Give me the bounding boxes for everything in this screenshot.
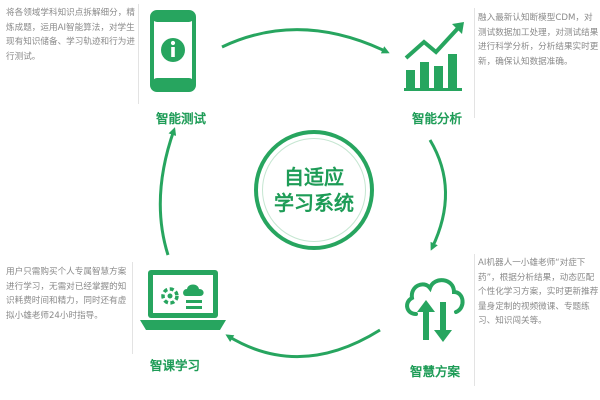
- divider-test: [138, 4, 139, 104]
- test-label: 智能测试: [156, 111, 207, 126]
- center-title-line1: 自适应: [284, 165, 344, 189]
- study-label: 智课学习: [150, 358, 201, 373]
- center-title-line2: 学习系统: [274, 191, 354, 215]
- study-description: 用户只需购买个人专属智慧方案进行学习，无需对已经掌握的知识耗费时间和精力，同时还…: [6, 267, 127, 321]
- plan-description: AI机器人一小雄老师“对症下药”，根据分析结果，动态匹配个性化学习方案，实时更新…: [478, 258, 599, 326]
- test-description: 将各领域学科知识点拆解细分，精炼成题，运用AI智能算法，对学生现有知识储备、学习…: [6, 8, 135, 62]
- center-inner-ring: [262, 138, 366, 242]
- growth-chart-icon: [404, 22, 464, 91]
- divider-study: [132, 262, 133, 354]
- arrow-study-to-test: [158, 127, 177, 256]
- laptop-lesson-icon: [140, 270, 226, 330]
- center-circle: 自适应 学习系统: [254, 130, 374, 250]
- analysis-label: 智能分析: [412, 111, 463, 126]
- analysis-description: 融入最新认知断模型CDM，对测试数据加工处理，对测试结果进行科学分析，分析结果实…: [478, 13, 599, 67]
- plan-label: 智慧方案: [410, 364, 461, 379]
- divider-analysis: [474, 8, 475, 118]
- arrow-plan-to-study: [225, 328, 381, 358]
- arrow-analysis-to-plan: [428, 139, 447, 251]
- arrow-test-to-analysis: [221, 28, 390, 54]
- phone-info-icon: [150, 10, 196, 92]
- cloud-transfer-icon: [405, 278, 465, 342]
- divider-plan: [474, 254, 475, 386]
